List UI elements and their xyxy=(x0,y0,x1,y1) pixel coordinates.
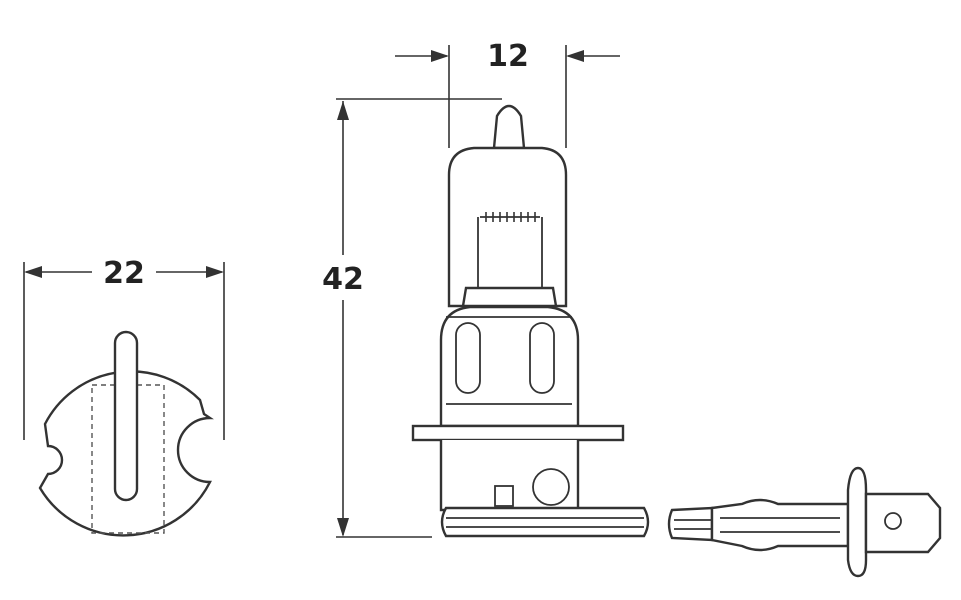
glass-width-label: 12 xyxy=(487,39,529,74)
arrow-down-icon xyxy=(337,518,349,537)
arrow-right-icon xyxy=(431,50,449,62)
arrow-right-icon xyxy=(206,266,224,278)
glass-envelope xyxy=(447,146,568,308)
lead-wire-terminal xyxy=(667,466,942,578)
base-flange-top-view xyxy=(38,330,214,537)
socket-tab xyxy=(494,485,514,507)
terminal-hole xyxy=(884,512,902,530)
arrow-left-icon xyxy=(566,50,584,62)
body-slot-right xyxy=(529,322,555,394)
arrow-left-icon xyxy=(24,266,42,278)
lead-pin-top-view xyxy=(113,330,139,502)
lower-socket xyxy=(439,440,580,512)
metal-body xyxy=(439,305,580,428)
bulb-side-view xyxy=(411,104,650,538)
press-seal xyxy=(461,286,558,308)
crimp-sleeve xyxy=(710,498,850,552)
glass-tip xyxy=(492,104,526,150)
height-label: 42 xyxy=(322,262,364,297)
base-width-dimension: 22 xyxy=(23,256,225,440)
arrow-up-icon xyxy=(337,101,349,120)
base-width-label: 22 xyxy=(103,256,145,291)
socket-rivet xyxy=(532,468,570,506)
base-foot xyxy=(440,506,650,538)
height-dimension: 42 xyxy=(322,98,502,538)
terminal-blade xyxy=(864,492,942,554)
glass-width-dimension: 12 xyxy=(395,39,620,148)
body-slot-left xyxy=(455,322,481,394)
lead-wire xyxy=(667,506,714,542)
mounting-flange xyxy=(411,424,625,442)
filament xyxy=(477,212,543,290)
terminal-collar xyxy=(846,466,868,578)
